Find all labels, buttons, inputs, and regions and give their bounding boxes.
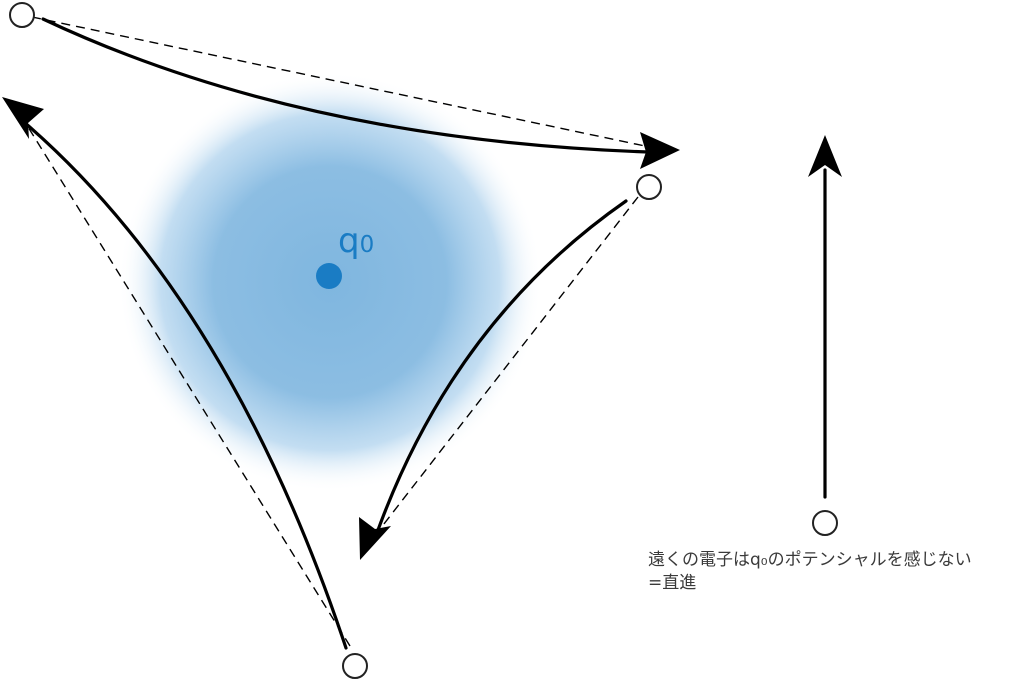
deflected-trajectories [22, 17, 827, 650]
trajectory-right-curve [376, 199, 628, 532]
electrons [9, 2, 838, 679]
caption: 遠くの電子はq₀のポテンシャルを感じない =直進 [648, 549, 972, 595]
dashed-line-right [372, 196, 639, 539]
charge-label: q0 [338, 221, 374, 261]
trajectory-left-curve [22, 120, 348, 650]
charge-symbol: q [338, 221, 360, 261]
dashed-line-left [14, 105, 351, 647]
caption-line-2: =直進 [648, 573, 697, 593]
arrowhead-vertical-icon [808, 135, 842, 177]
trajectory-top-curve [41, 17, 650, 154]
electron-bottom-icon [342, 653, 368, 679]
arrowhead-top-icon [640, 132, 680, 169]
electron-right-icon [636, 174, 662, 200]
caption-line-1: 遠くの電子はq₀のポテンシャルを感じない [648, 550, 972, 570]
electron-top-left-icon [9, 2, 35, 28]
charge-dot [316, 263, 342, 289]
arrow-heads [2, 97, 842, 560]
arrowhead-left-icon [2, 97, 44, 139]
arrowhead-right-icon [359, 517, 391, 560]
straight-path-references [14, 16, 646, 647]
charge-subscript: 0 [360, 232, 375, 258]
electron-far-icon [812, 510, 838, 536]
